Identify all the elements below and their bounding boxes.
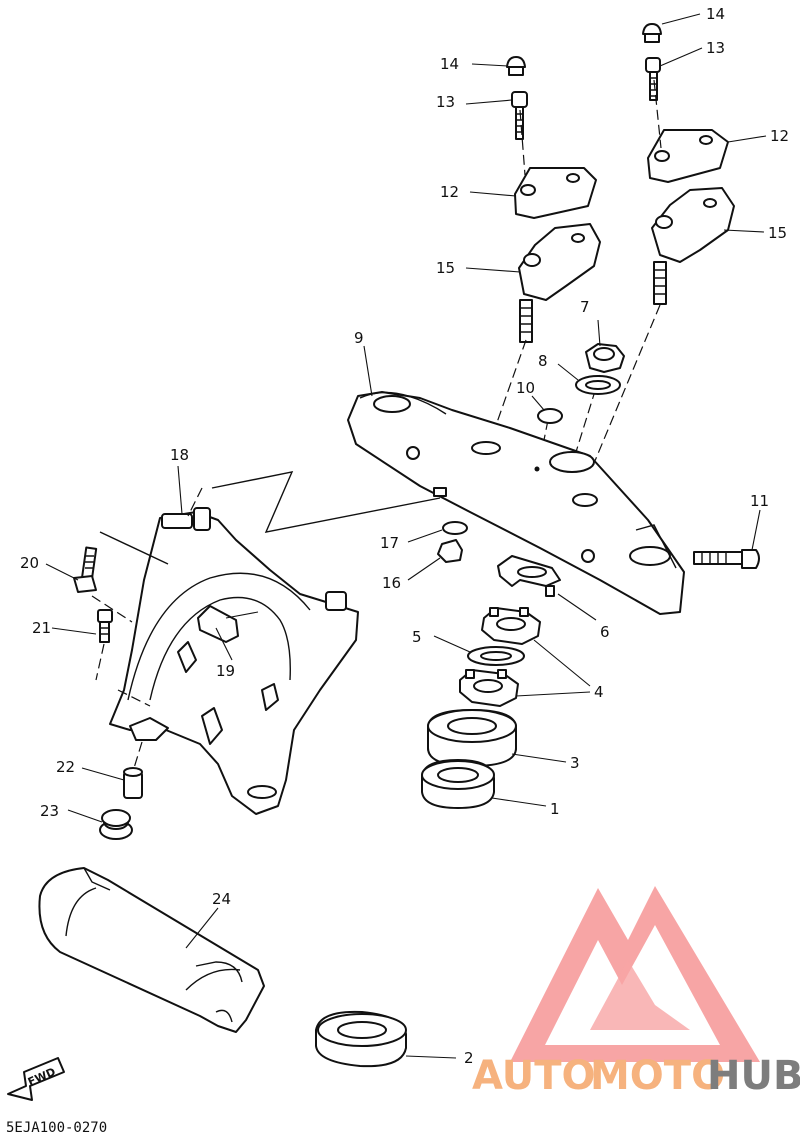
callout-22: 22	[56, 758, 75, 776]
ring-nut-4-lower	[459, 669, 519, 707]
assembly-line	[91, 595, 133, 623]
bolt-21	[97, 609, 113, 643]
watermark-logo	[510, 886, 760, 1062]
cover-24	[38, 867, 265, 1033]
nut-7	[585, 343, 625, 373]
bearing-1	[421, 759, 495, 809]
callout-17: 17	[380, 534, 399, 552]
assembly-line	[537, 419, 549, 471]
assembly-line	[187, 487, 203, 517]
grommet-23	[99, 809, 133, 840]
bolt-13-right	[645, 57, 661, 101]
callout-2: 2	[464, 1049, 474, 1067]
washer-10	[537, 408, 563, 424]
collar-22	[123, 767, 143, 799]
holder-lower-15-right	[651, 187, 735, 305]
callout-21: 21	[32, 619, 51, 637]
callout-13-left: 13	[436, 93, 455, 111]
callout-15-right: 15	[768, 224, 787, 242]
assembly-line	[519, 109, 526, 176]
bearing-3	[427, 709, 517, 767]
callout-15-left: 15	[436, 259, 455, 277]
callout-24: 24	[212, 890, 231, 908]
nut-16	[437, 539, 463, 563]
callout-11: 11	[750, 492, 769, 510]
callout-8: 8	[538, 352, 548, 370]
assembly-line	[133, 741, 143, 769]
cap-14-right	[642, 23, 662, 43]
callout-16: 16	[382, 574, 401, 592]
washer-17	[442, 521, 468, 535]
holder-upper-12-right	[647, 129, 729, 183]
callout-3: 3	[570, 754, 580, 772]
callout-20: 20	[20, 554, 39, 572]
callout-19: 19	[216, 662, 235, 680]
callout-9: 9	[354, 329, 364, 347]
assembly-line	[575, 374, 601, 453]
guide-line	[99, 531, 169, 565]
callout-23: 23	[40, 802, 59, 820]
callout-6: 6	[600, 623, 610, 641]
callout-1: 1	[550, 800, 560, 818]
stay-6	[497, 555, 561, 597]
bolt-11	[693, 549, 760, 569]
upper-bracket-9	[347, 391, 685, 615]
watermark-word-auto: AUTO	[472, 1053, 596, 1099]
callout-14-left: 14	[440, 55, 459, 73]
ring-nut-4-upper	[481, 607, 541, 645]
callout-5: 5	[412, 628, 422, 646]
washer-8	[575, 375, 621, 395]
assembly-line	[117, 689, 151, 707]
callout-14-right: 14	[706, 5, 725, 23]
damper-19	[197, 605, 239, 643]
callout-18: 18	[170, 446, 189, 464]
assembly-line	[653, 79, 662, 149]
bearing-2	[315, 1010, 407, 1068]
callout-12-left: 12	[440, 183, 459, 201]
drawing-code: 5EJA100-0270	[6, 1120, 107, 1136]
holder-lower-15-left	[518, 223, 601, 343]
bolt-20	[73, 546, 98, 593]
watermark-word-hub: HUB	[707, 1053, 800, 1099]
callout-7: 7	[580, 298, 590, 316]
callout-12-right: 12	[770, 127, 789, 145]
guide-line	[211, 471, 441, 533]
washer-5	[467, 646, 525, 666]
lower-bracket-18	[109, 507, 359, 815]
holder-upper-12-left	[514, 167, 597, 219]
cap-14-left	[506, 56, 526, 76]
leader-lines	[45, 13, 767, 1059]
callout-13-right: 13	[706, 39, 725, 57]
callout-4: 4	[594, 683, 604, 701]
assembly-line	[95, 643, 105, 681]
callout-10: 10	[516, 379, 535, 397]
bolt-13-left	[511, 91, 528, 140]
watermark-word-moto: MOTO	[590, 1053, 725, 1099]
fwd-arrow-icon	[7, 1057, 65, 1101]
